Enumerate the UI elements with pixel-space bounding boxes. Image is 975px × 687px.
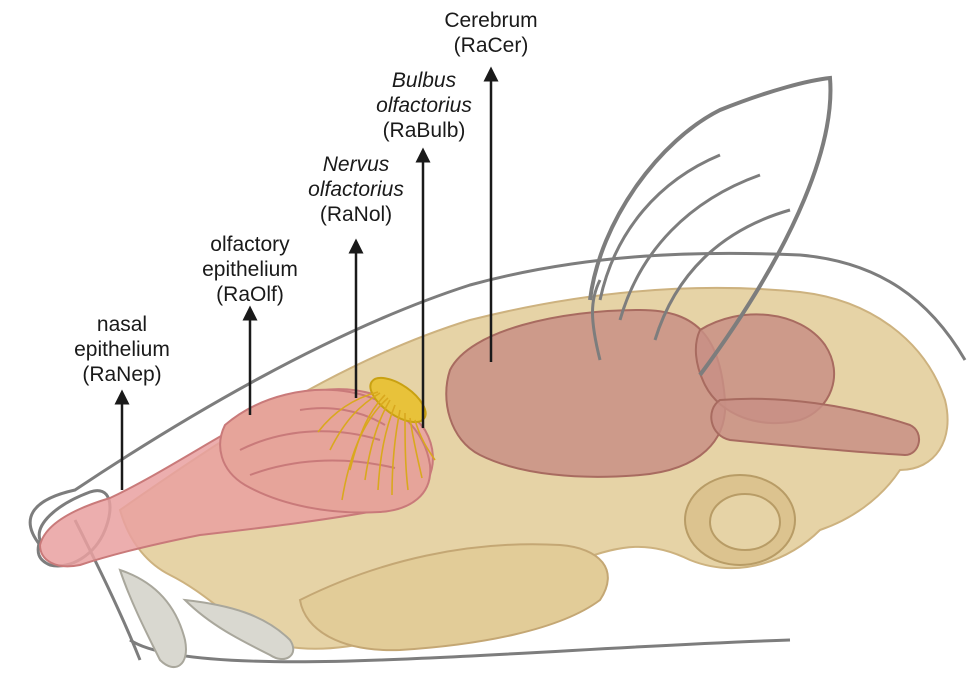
eye-socket-inner — [710, 494, 780, 550]
label-nasal-epithelium: nasal epithelium (RaNep) — [74, 312, 170, 387]
label-bulbus-line3: (RaBulb) — [376, 118, 472, 143]
label-nasal-epithelium-line2: epithelium — [74, 337, 170, 362]
label-nasal-epithelium-line3: (RaNep) — [74, 362, 170, 387]
label-olfactory-epithelium-line2: epithelium — [202, 257, 298, 282]
label-nervus: Nervus olfactorius (RaNol) — [308, 152, 404, 227]
label-bulbus-line1: Bulbus — [376, 68, 472, 93]
label-bulbus-line2: olfactorius — [376, 93, 472, 118]
ear-inner-line-1 — [600, 155, 720, 300]
label-cerebrum-line2: (RaCer) — [444, 33, 537, 58]
lower-incisor — [120, 570, 186, 667]
label-bulbus: Bulbus olfactorius (RaBulb) — [376, 68, 472, 143]
label-nervus-line1: Nervus — [308, 152, 404, 177]
label-nervus-line2: olfactorius — [308, 177, 404, 202]
label-cerebrum: Cerebrum (RaCer) — [444, 8, 537, 58]
label-nervus-line3: (RaNol) — [308, 202, 404, 227]
label-nasal-epithelium-line1: nasal — [74, 312, 170, 337]
label-olfactory-epithelium-line3: (RaOlf) — [202, 282, 298, 307]
label-cerebrum-line1: Cerebrum — [444, 8, 537, 33]
label-olfactory-epithelium-line1: olfactory — [202, 232, 298, 257]
label-olfactory-epithelium: olfactory epithelium (RaOlf) — [202, 232, 298, 307]
